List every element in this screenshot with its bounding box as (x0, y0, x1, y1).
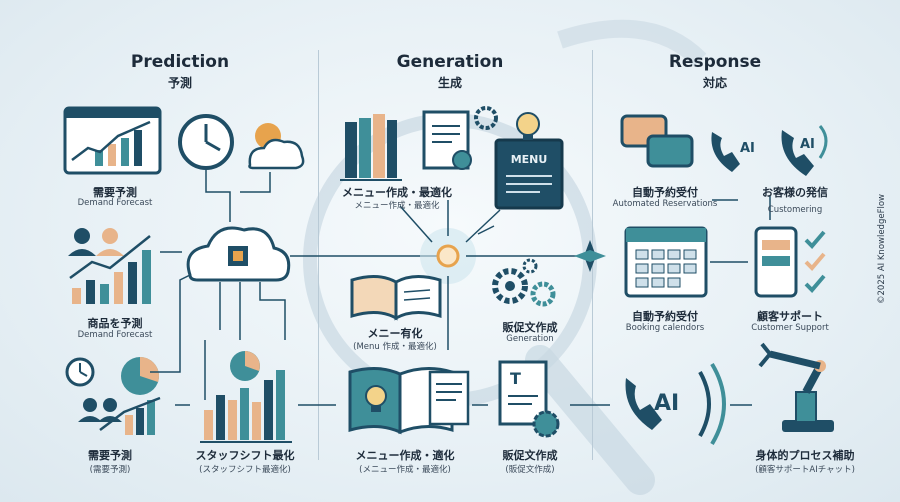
customer-voice-label: お客様の発信 (762, 186, 828, 199)
menu-optimize-sub: メニュー作成・最適化 (354, 201, 440, 211)
clock-small-icon (65, 357, 95, 387)
svg-text:T: T (510, 369, 521, 388)
response-title-ja: 対応 (702, 76, 727, 90)
menu-create-sub: (メニュー作成・最適化) (359, 465, 451, 475)
menu-optimize-label: メニュー作成・最適化 (342, 186, 452, 199)
people-growth-icon (78, 396, 161, 435)
prediction-arrows (150, 170, 440, 406)
ai-cloud-chip-icon (186, 226, 291, 282)
pie-chart-icon (121, 357, 159, 395)
demand-forecast-label: 需要予測 (93, 186, 137, 199)
customer-voice-en: Customering (767, 205, 823, 215)
booking-calendar-label: 自動予約受付 (632, 310, 698, 323)
generation-arrows (399, 200, 610, 406)
response-arrows (710, 196, 771, 406)
ai-phone-icon (711, 125, 828, 176)
promo-doc-en: Generation (506, 334, 554, 344)
menu-variant-label: メニー有化 (367, 327, 423, 340)
gears-icon (492, 258, 556, 307)
weather-sun-cloud-icon (248, 123, 305, 170)
menu-create-label: メニュー作成・適化 (355, 449, 455, 462)
smartphone-checklist-icon (754, 226, 826, 298)
demand-forecast-en: Demand Forecast (77, 198, 153, 208)
demand-forecast-2-sub: (需要予測) (89, 465, 131, 475)
ai-call-icon (625, 362, 726, 446)
monitor-chart-icon (63, 106, 162, 175)
booking-calendar-en: Booking calendors (625, 323, 705, 333)
demand-forecast-2-label: 需要予測 (88, 449, 132, 462)
promo-doc-label: 販促文作成 (502, 321, 558, 334)
central-glow-icon (420, 228, 476, 284)
product-forecast-en: Demand Forecast (77, 330, 153, 340)
menu-board-icon (494, 112, 564, 210)
robot-arm-icon (758, 342, 834, 432)
auto-reservation-label: 自動予約受付 (632, 186, 698, 199)
menu-variant-sub: (Menu 作成・最適化) (353, 342, 437, 352)
compass-star-icon (574, 240, 606, 272)
generation-title-ja: 生成 (437, 76, 462, 90)
ai-badge-2: AI (800, 137, 815, 152)
prediction-title: Prediction (130, 52, 230, 72)
text-document-gear-icon: T (498, 360, 560, 438)
generation-title: Generation (396, 52, 504, 72)
chat-bubbles-icon (620, 114, 694, 168)
open-book-icon (350, 275, 442, 321)
document-gear-icon (422, 106, 498, 170)
promo-doc-2-sub: (販促文作成) (505, 465, 555, 475)
product-forecast-label: 商品を予測 (87, 317, 143, 330)
books-icon (340, 114, 402, 181)
staff-shift-sub: (スタッフシフト最適化) (199, 465, 291, 475)
customer-support-en: Customer Support (751, 323, 829, 333)
response-title: Response (668, 52, 762, 72)
clock-icon (178, 114, 234, 170)
physical-process-sub: (顧客サポートAIチャット) (755, 465, 855, 475)
menu-board-label: MENU (511, 153, 548, 166)
prediction-title-ja: 予測 (167, 76, 192, 90)
ai-badge-3: AI (654, 391, 679, 416)
auto-reservation-en: Automated Reservations (612, 199, 718, 209)
promo-doc-2-label: 販促文作成 (502, 449, 558, 462)
ai-badge-1: AI (740, 141, 755, 156)
physical-process-label: 身体的プロセス補助 (755, 449, 855, 462)
team-trend-icon (68, 228, 151, 304)
staff-shift-chart-icon (200, 351, 292, 443)
divider-left (318, 50, 319, 460)
staff-shift-label: スタッフシフト最化 (195, 449, 295, 462)
customer-support-label: 顧客サポート (757, 310, 823, 323)
calendar-icon (624, 226, 708, 298)
copyright: ©2025 AI KnowledgeFlow (877, 194, 887, 304)
lightbulb-book-icon (348, 367, 470, 435)
